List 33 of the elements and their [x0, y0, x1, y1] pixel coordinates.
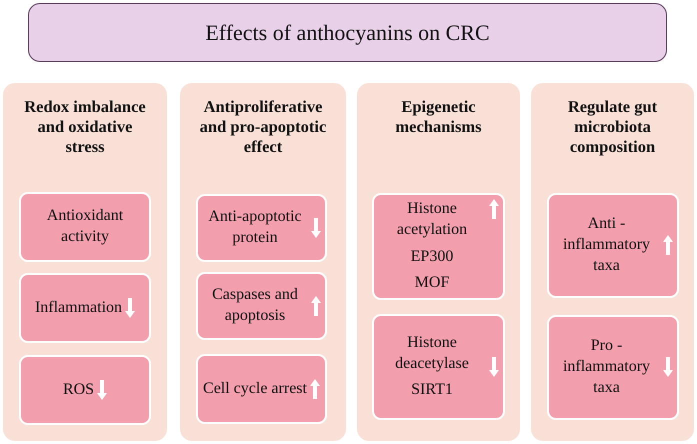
effect-box [547, 315, 679, 420]
category-panel [3, 83, 167, 441]
effect-label: Anti - inflammatory taxa [562, 214, 652, 276]
effect-label: Histone acetylation [396, 198, 468, 240]
effect-label: Anti-apoptotic protein [207, 207, 303, 248]
effect-label: Pro - inflammatory taxa [562, 336, 652, 398]
category-heading: Epigenetic mechanisms [394, 97, 483, 137]
category-heading: Regulate gut microbiota composition [566, 97, 658, 156]
effect-box [19, 355, 151, 425]
category-panel [357, 83, 520, 441]
effect-label: Cell cycle arrest [203, 378, 307, 399]
category-heading: Antiproliferative and pro-apoptotic effect [198, 97, 328, 156]
effect-box [196, 272, 327, 340]
title-box [28, 3, 667, 62]
category-panel [531, 83, 694, 441]
effect-label: Antioxidant activity [46, 206, 124, 247]
effect-box [547, 193, 679, 298]
effect-box [196, 194, 327, 262]
effect-label: ROS [62, 380, 94, 400]
effect-box [19, 192, 151, 262]
effect-label: Inflammation [34, 298, 122, 318]
category-heading: Redox imbalance and oxidative stress [23, 97, 147, 156]
title-label: Effects of anthocyanins on CRC [205, 20, 490, 46]
effect-label: Caspases and apoptosis [211, 285, 299, 326]
effect-box [196, 354, 327, 424]
effect-label: EP300 [410, 246, 454, 266]
category-panel [180, 83, 346, 441]
effect-label: Histone deacetylase [394, 332, 470, 374]
effect-box [372, 314, 505, 420]
effect-box [19, 273, 151, 343]
effect-label: SIRT1 [411, 380, 453, 400]
effect-box [372, 193, 505, 300]
effect-label: MOF [414, 273, 450, 294]
